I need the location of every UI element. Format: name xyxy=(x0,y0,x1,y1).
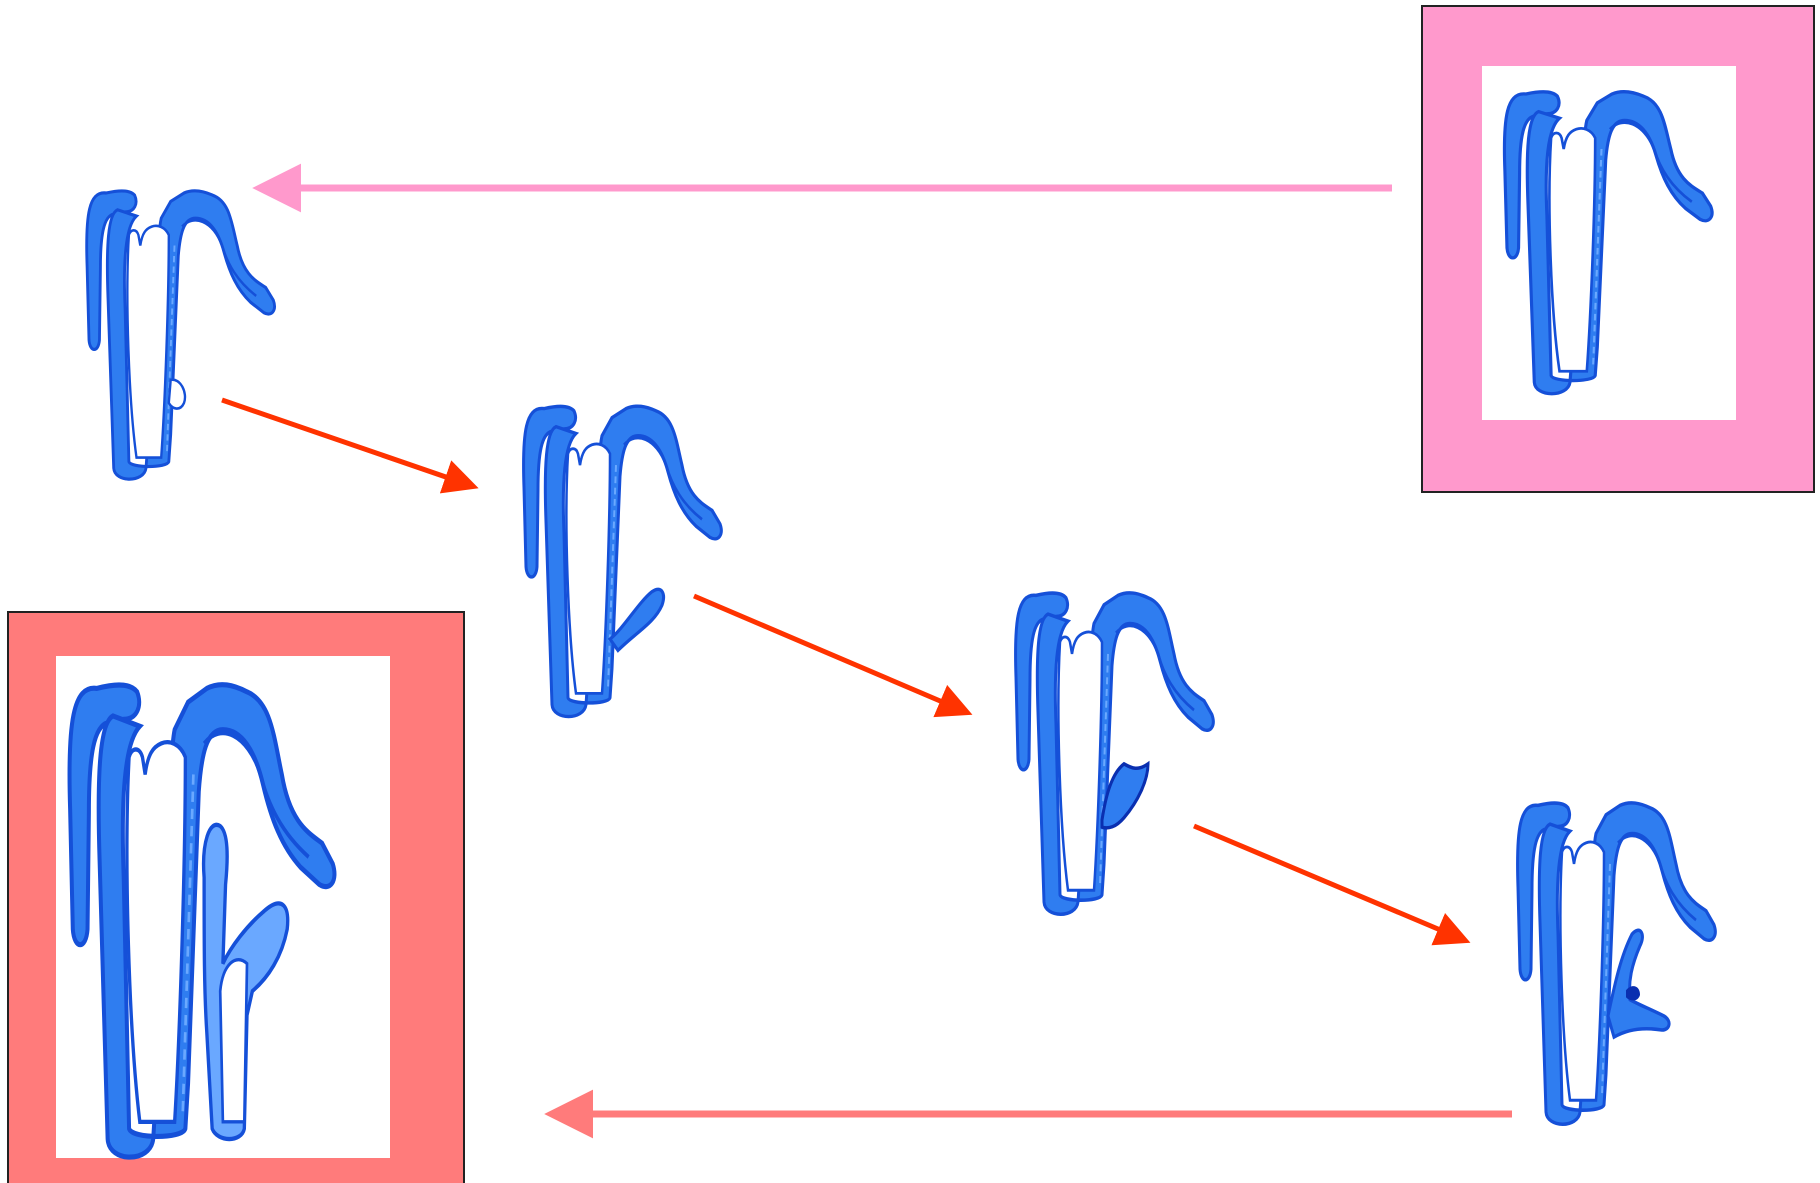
stage-3-panel xyxy=(996,570,1228,930)
arrow-stage-1-to-2 xyxy=(221,397,479,494)
stage-5-panel xyxy=(7,611,465,1183)
stage-4-tube-icon xyxy=(1515,801,1718,1126)
stage-4-panel xyxy=(1494,780,1744,1142)
stage-1-tube-icon xyxy=(85,189,277,481)
stage-1-panel xyxy=(72,172,282,490)
stage-2-panel xyxy=(510,386,740,736)
arrow-stage-3-to-4 xyxy=(1193,823,1471,946)
stage-2-tube-icon xyxy=(521,404,723,719)
stage-3-tube-icon xyxy=(1013,591,1216,916)
stage-0-panel xyxy=(1421,5,1815,493)
stage-5-tube-icon xyxy=(69,685,334,1157)
arrow-stage-2-to-3 xyxy=(693,593,973,718)
